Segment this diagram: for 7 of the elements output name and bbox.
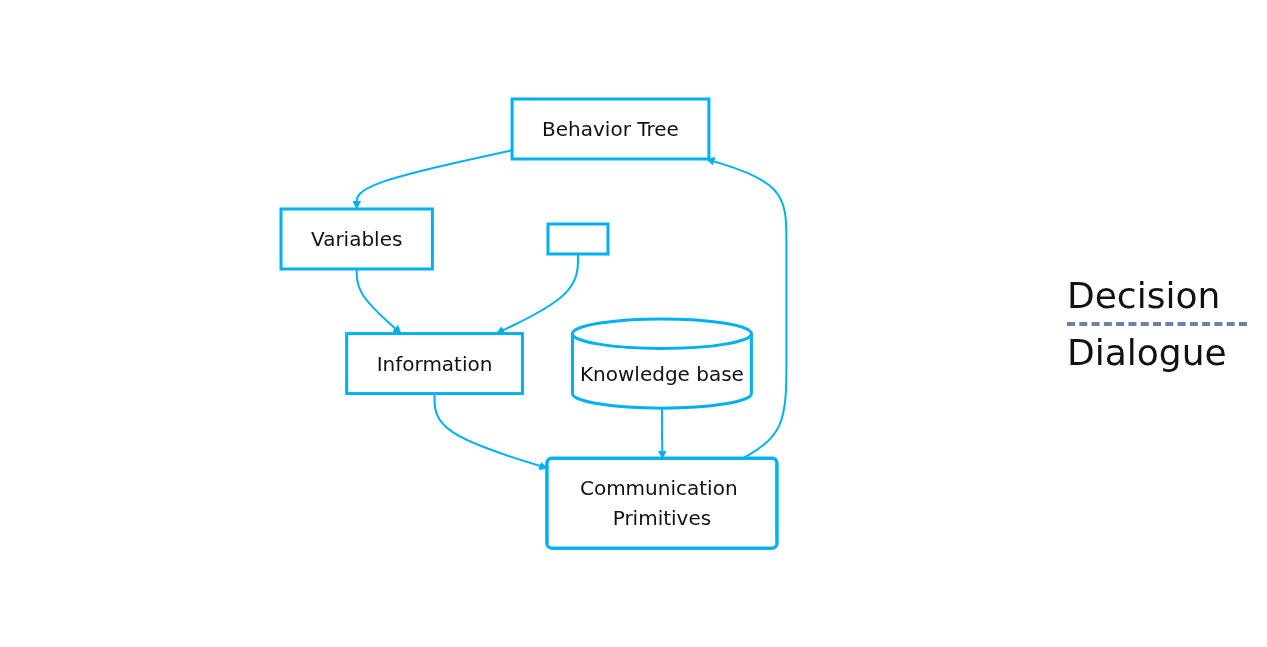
node-box: Information — [344, 332, 524, 395]
node-box: Variables — [279, 207, 434, 271]
node-box: Behavior Tree — [510, 97, 711, 161]
layer-label: Dialogue — [1067, 330, 1228, 375]
node-box — [546, 222, 610, 256]
arrow — [657, 407, 667, 459]
layer-label: Decision — [1067, 273, 1222, 318]
